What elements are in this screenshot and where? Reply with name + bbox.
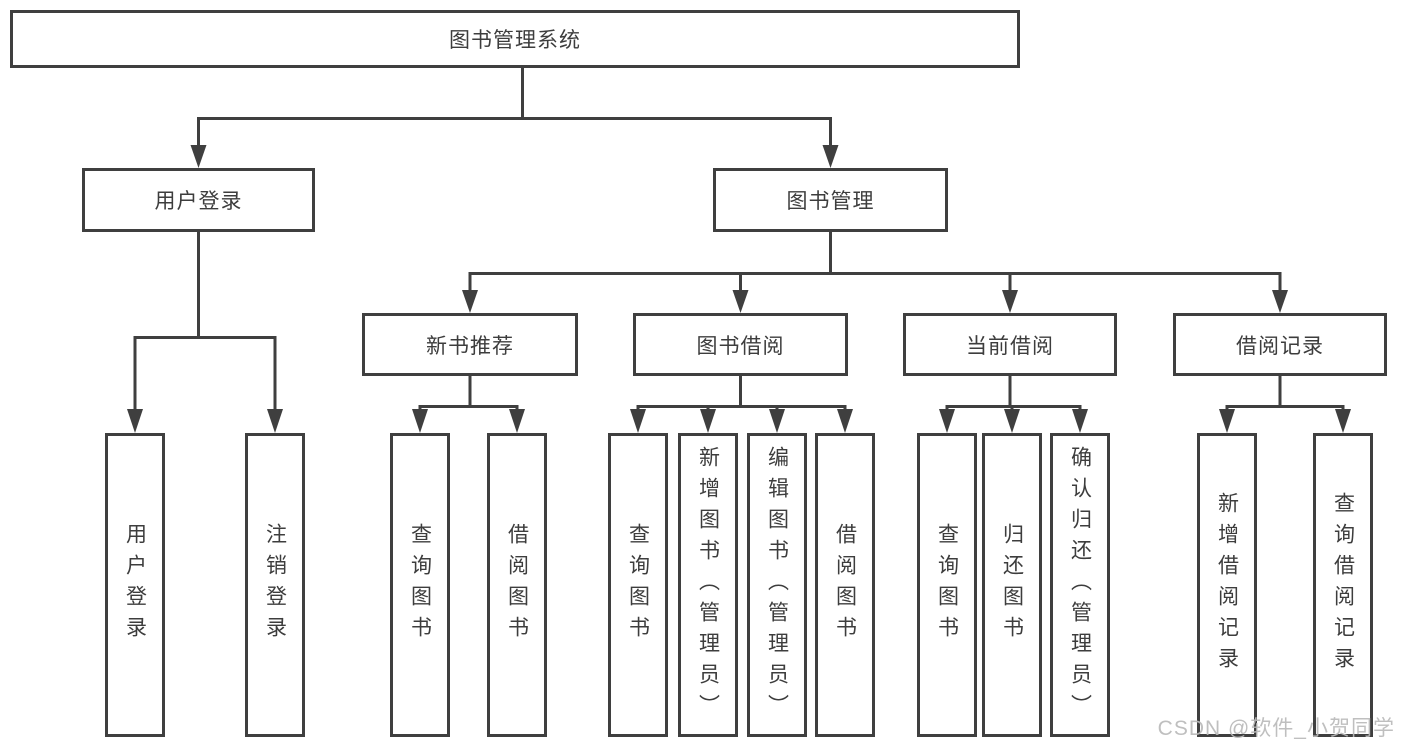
node-borrow-record: 借阅记录: [1173, 313, 1387, 376]
leaf-edit-book-admin: 编辑图书（管理员）: [747, 433, 807, 737]
leaf-query-book-recommend: 查询图书: [390, 433, 450, 737]
node-root: 图书管理系统: [10, 10, 1020, 68]
node-new-book-recommend: 新书推荐: [362, 313, 578, 376]
leaf-user-login: 用户登录: [105, 433, 165, 737]
leaf-query-book-borrow: 查询图书: [608, 433, 668, 737]
leaf-logout: 注销登录: [245, 433, 305, 737]
node-book-borrow: 图书借阅: [633, 313, 848, 376]
csdn-watermark: CSDN @软件_小贺同学: [1157, 717, 1395, 740]
arrowheads: [127, 145, 1351, 433]
leaf-add-book-admin: 新增图书（管理员）: [678, 433, 738, 737]
leaf-return-book: 归还图书: [982, 433, 1042, 737]
leaf-query-borrow-record: 查询借阅记录: [1313, 433, 1373, 737]
node-book-management: 图书管理: [713, 168, 948, 232]
leaf-borrow-book-recommend: 借阅图书: [487, 433, 547, 737]
leaf-confirm-return-admin: 确认归还（管理员）: [1050, 433, 1110, 737]
node-user-login: 用户登录: [82, 168, 315, 232]
leaf-query-book-current: 查询图书: [917, 433, 977, 737]
leaf-borrow-book: 借阅图书: [815, 433, 875, 737]
leaf-add-borrow-record: 新增借阅记录: [1197, 433, 1257, 737]
node-current-borrow: 当前借阅: [903, 313, 1117, 376]
